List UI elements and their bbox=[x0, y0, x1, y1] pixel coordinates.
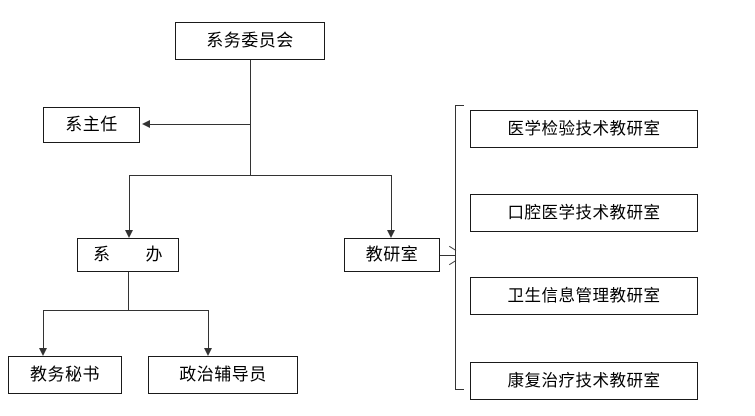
connector-bracket-tick bbox=[440, 255, 456, 256]
node-section-3[interactable]: 康复治疗技术教研室 bbox=[470, 362, 698, 400]
node-section-0[interactable]: 医学检验技术教研室 bbox=[470, 110, 698, 148]
node-director-label: 系主任 bbox=[65, 114, 118, 135]
connector-distribution-bar bbox=[129, 175, 391, 176]
connector-teaching-section-arrowhead bbox=[386, 230, 395, 238]
connector-political-counselor-arrowhead bbox=[203, 348, 212, 356]
connector-committee-spine bbox=[250, 60, 251, 175]
node-teaching-section[interactable]: 教研室 bbox=[344, 238, 440, 272]
node-section-2-label: 卫生信息管理教研室 bbox=[507, 285, 661, 305]
node-academic-secretary-label: 教务秘书 bbox=[30, 364, 100, 385]
connector-to-teaching-section bbox=[391, 175, 392, 230]
node-committee[interactable]: 系务委员会 bbox=[175, 22, 325, 60]
node-section-3-label: 康复治疗技术教研室 bbox=[507, 370, 661, 390]
node-office[interactable]: 系 办 bbox=[77, 238, 179, 272]
connector-academic-secretary-arrowhead bbox=[38, 348, 47, 356]
connector-to-political-counselor bbox=[208, 310, 209, 348]
node-section-0-label: 医学检验技术教研室 bbox=[507, 118, 661, 138]
node-office-label: 系 办 bbox=[93, 244, 163, 265]
node-political-counselor-label: 政治辅导员 bbox=[179, 364, 267, 385]
connector-director-line bbox=[150, 124, 250, 125]
node-academic-secretary[interactable]: 教务秘书 bbox=[8, 356, 122, 394]
connector-director-arrowhead bbox=[142, 119, 150, 128]
node-section-1[interactable]: 口腔医学技术教研室 bbox=[470, 194, 698, 232]
node-committee-label: 系务委员会 bbox=[206, 30, 294, 51]
connector-office-spine bbox=[128, 272, 129, 310]
node-director[interactable]: 系主任 bbox=[43, 107, 140, 143]
node-section-1-label: 口腔医学技术教研室 bbox=[507, 202, 661, 222]
node-teaching-section-label: 教研室 bbox=[365, 244, 419, 265]
connector-sections-bracket bbox=[455, 105, 464, 390]
connector-to-office bbox=[129, 175, 130, 230]
node-political-counselor[interactable]: 政治辅导员 bbox=[148, 356, 298, 394]
connector-office-arrowhead bbox=[124, 230, 133, 238]
connector-office-bar bbox=[43, 310, 208, 311]
node-section-2[interactable]: 卫生信息管理教研室 bbox=[470, 277, 698, 315]
connector-to-academic-secretary bbox=[43, 310, 44, 348]
